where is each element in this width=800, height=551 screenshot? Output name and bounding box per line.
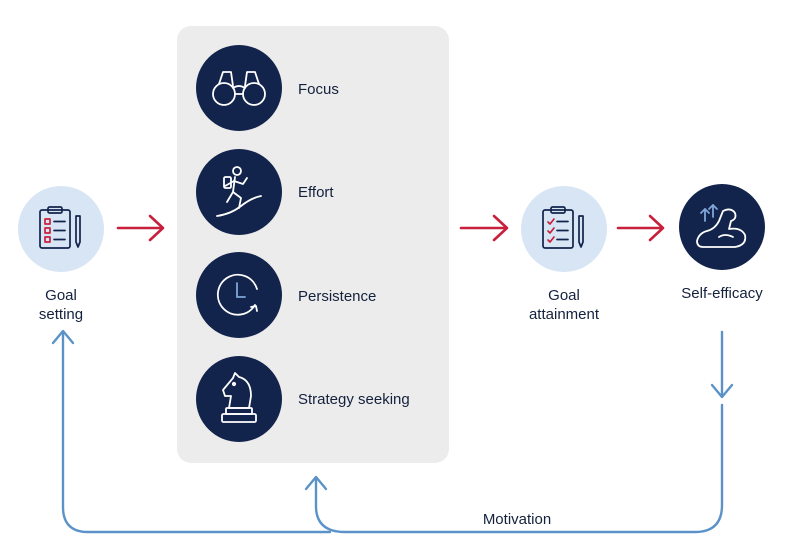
clock-cycle-icon [211, 267, 267, 323]
goal-setting-node [18, 186, 104, 272]
effort-label: Effort [298, 184, 334, 201]
clipboard-checklist-icon [34, 202, 88, 256]
binoculars-icon [209, 68, 269, 108]
goal-setting-label: Goal setting [18, 286, 104, 324]
strategy-seeking-label: Strategy seeking [298, 391, 410, 408]
climber-icon [213, 164, 265, 220]
self-efficacy-node [679, 184, 765, 270]
motivation-label: Motivation [482, 511, 552, 528]
motivation-feedback-loop [51, 329, 734, 534]
goal-setting-label-line1: Goal [45, 287, 77, 304]
goal-attainment-label: Goal attainment [506, 286, 622, 324]
effort-node [196, 149, 282, 235]
goal-setting-label-line2: setting [38, 306, 84, 323]
arrow-goal-setting-to-mechanisms [116, 214, 165, 242]
persistence-node [196, 252, 282, 338]
self-efficacy-label: Self-efficacy [681, 285, 763, 302]
arrow-mechanisms-to-goal-attainment [459, 214, 509, 242]
clipboard-checklist-icon [537, 202, 591, 256]
flexed-arm-icon [693, 201, 751, 253]
goal-attainment-label-line2: attainment [528, 306, 600, 323]
goal-attainment-label-line1: Goal [548, 287, 580, 304]
strategy-seeking-node [196, 356, 282, 442]
arrow-goal-attainment-to-self-efficacy [616, 214, 665, 242]
focus-node [196, 45, 282, 131]
goal-attainment-node [521, 186, 607, 272]
persistence-label: Persistence [298, 288, 377, 305]
chess-knight-icon [215, 370, 263, 428]
focus-label: Focus [298, 81, 339, 98]
